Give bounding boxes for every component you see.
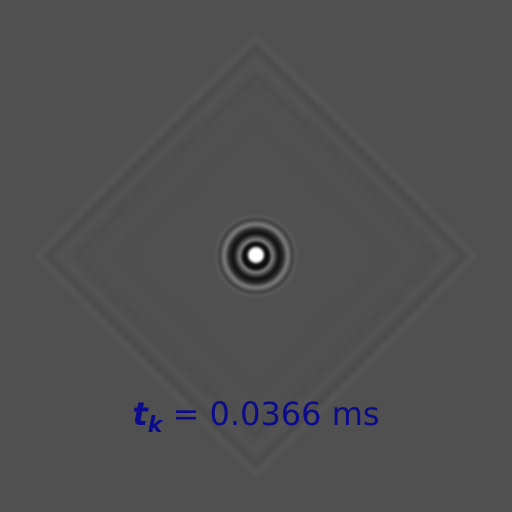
time-value: 0.0366 xyxy=(209,395,322,433)
time-label: tk = 0.0366 ms xyxy=(0,392,512,438)
wavefront-rings xyxy=(35,35,477,477)
time-subscript: k xyxy=(147,413,163,438)
time-symbol: tk xyxy=(132,395,163,438)
point-source xyxy=(212,212,300,300)
equals-sign: = xyxy=(162,395,210,433)
time-unit: ms xyxy=(321,395,380,433)
